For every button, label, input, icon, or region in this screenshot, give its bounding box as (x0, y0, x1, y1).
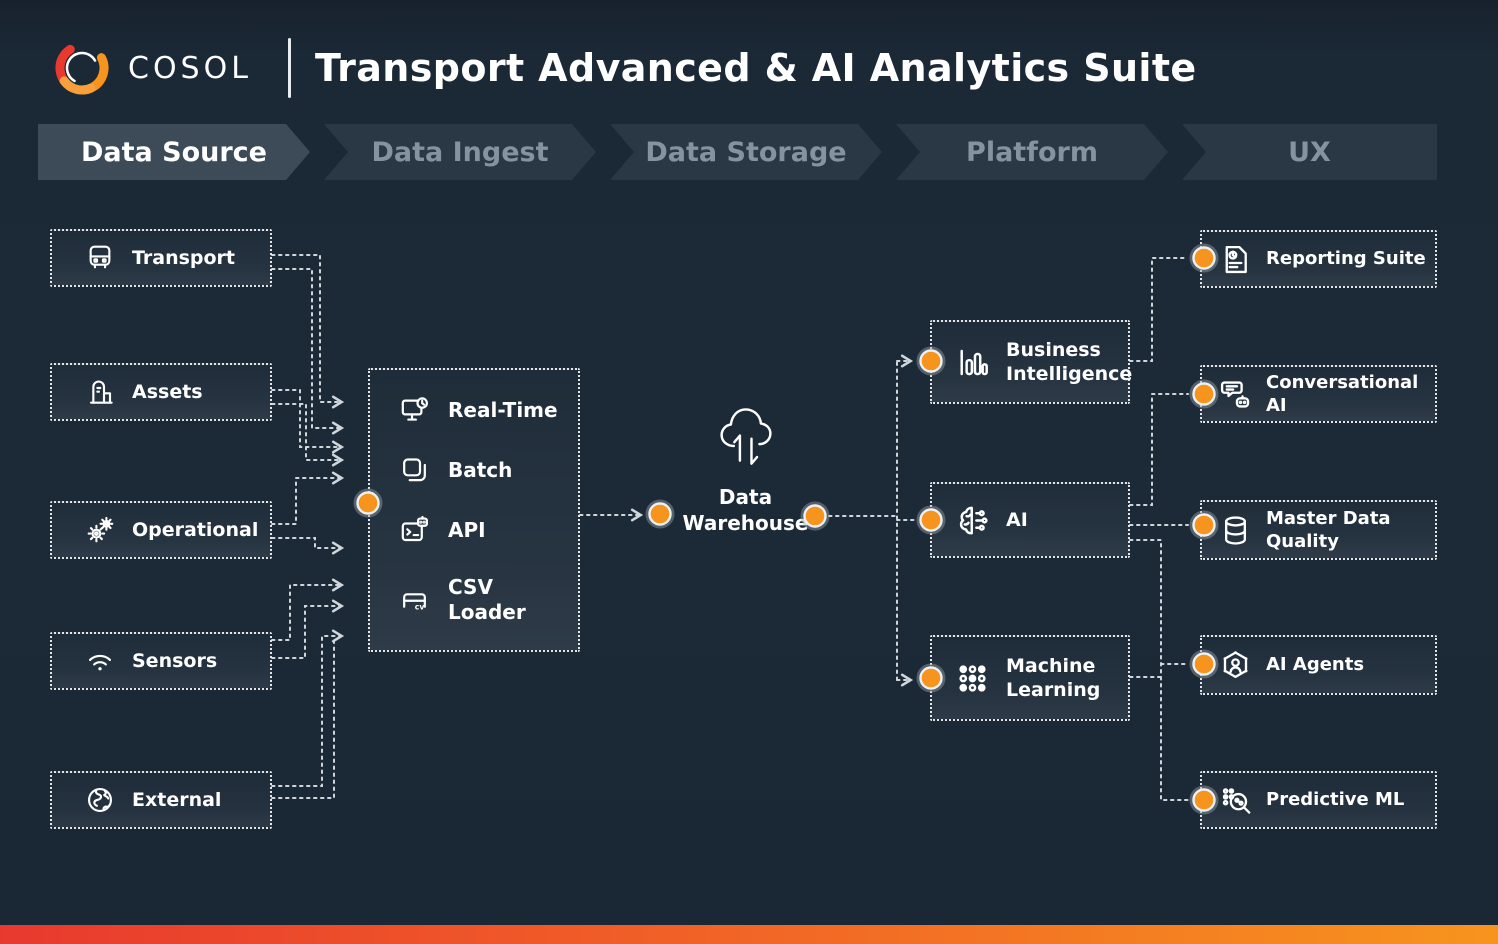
platform-box-business-intelligence: Business Intelligence (930, 320, 1133, 404)
footer-accent-bar (0, 925, 1498, 944)
ingest-item-csv-loader: cv CSV Loader (398, 575, 568, 626)
agent-network-icon (1218, 648, 1253, 683)
source-label: Sensors (132, 649, 218, 672)
brand-header: COSOL Transport Advanced & AI Analytics … (50, 36, 1197, 100)
csv-folder-icon: cv (398, 584, 431, 617)
ux-box-conversational-ai: Conversational AI (1200, 365, 1437, 423)
source-box-sensors: Sensors (50, 632, 272, 690)
ux-label: Conversational AI (1266, 371, 1419, 416)
ingest-label: CSV Loader (448, 574, 526, 625)
cloud-transfer-icon (719, 408, 772, 465)
source-label: Transport (132, 246, 236, 269)
ingest-box: Real-Time Batch (368, 368, 580, 652)
plant-asset-icon (84, 376, 116, 408)
platform-label: AI (1006, 508, 1028, 531)
stage-label: UX (1288, 136, 1331, 168)
source-box-transport: Transport (50, 229, 272, 287)
source-box-assets: Assets (50, 363, 272, 421)
source-label: External (132, 788, 222, 811)
stage-label: Data Storage (645, 136, 847, 168)
ux-box-ai-agents: AI Agents (1200, 635, 1437, 695)
bus-icon (84, 242, 116, 274)
stage-label: Data Source (80, 136, 267, 168)
stage-platform: Platform (896, 124, 1168, 180)
dot-matrix-icon (954, 660, 991, 697)
ux-box-predictive-ml: Predictive ML (1200, 771, 1437, 829)
stage-data-source: Data Source (38, 124, 310, 180)
monitor-clock-icon (398, 394, 431, 427)
database-icon (1218, 513, 1253, 548)
stage-label: Data Ingest (371, 136, 549, 168)
report-document-icon (1218, 242, 1253, 277)
platform-box-machine-learning: Machine Learning (930, 635, 1130, 721)
stage-ux: UX (1182, 124, 1437, 180)
ingest-item-api: API (398, 515, 568, 548)
source-box-external: External (50, 771, 272, 829)
platform-label: Business Intelligence (1006, 338, 1133, 385)
stage-label: Platform (966, 136, 1098, 168)
ux-label: Reporting Suite (1266, 248, 1426, 270)
globe-icon (84, 784, 116, 816)
data-warehouse: Data Warehouse (668, 402, 823, 536)
svg-text:cv: cv (415, 602, 425, 611)
copy-stack-icon (398, 454, 431, 487)
ux-label: Predictive ML (1266, 789, 1405, 811)
bar-chart-icon (954, 344, 991, 381)
ingest-label: Batch (448, 457, 513, 482)
page-title: Transport Advanced & AI Analytics Suite (314, 46, 1197, 90)
platform-label: Machine Learning (1006, 654, 1101, 701)
ingest-item-real-time: Real-Time (398, 394, 568, 427)
stage-data-storage: Data Storage (610, 124, 882, 180)
gears-icon (84, 514, 116, 546)
cosol-ring-icon (55, 41, 109, 95)
platform-box-ai: AI (930, 482, 1130, 558)
ingest-label: Real-Time (448, 397, 558, 422)
ingest-item-batch: Batch (398, 454, 568, 487)
brain-circuit-icon (954, 502, 991, 539)
chat-bot-icon (1218, 377, 1253, 412)
search-ml-icon (1218, 783, 1253, 818)
stage-data-ingest: Data Ingest (324, 124, 596, 180)
header-divider (287, 38, 291, 98)
source-label: Operational (132, 518, 259, 541)
ingest-label: API (448, 518, 486, 543)
ux-label: AI Agents (1266, 654, 1365, 676)
brand-name: COSOL (128, 50, 252, 86)
ux-box-master-data-quality: Master Data Quality (1200, 500, 1437, 560)
wifi-icon (84, 645, 116, 677)
source-box-operational: Operational (50, 501, 272, 559)
data-warehouse-label: Data Warehouse (682, 485, 809, 535)
ux-box-reporting-suite: Reporting Suite (1200, 230, 1437, 288)
terminal-bot-icon (398, 515, 431, 548)
source-label: Assets (132, 380, 203, 403)
ux-label: Master Data Quality (1266, 507, 1391, 552)
